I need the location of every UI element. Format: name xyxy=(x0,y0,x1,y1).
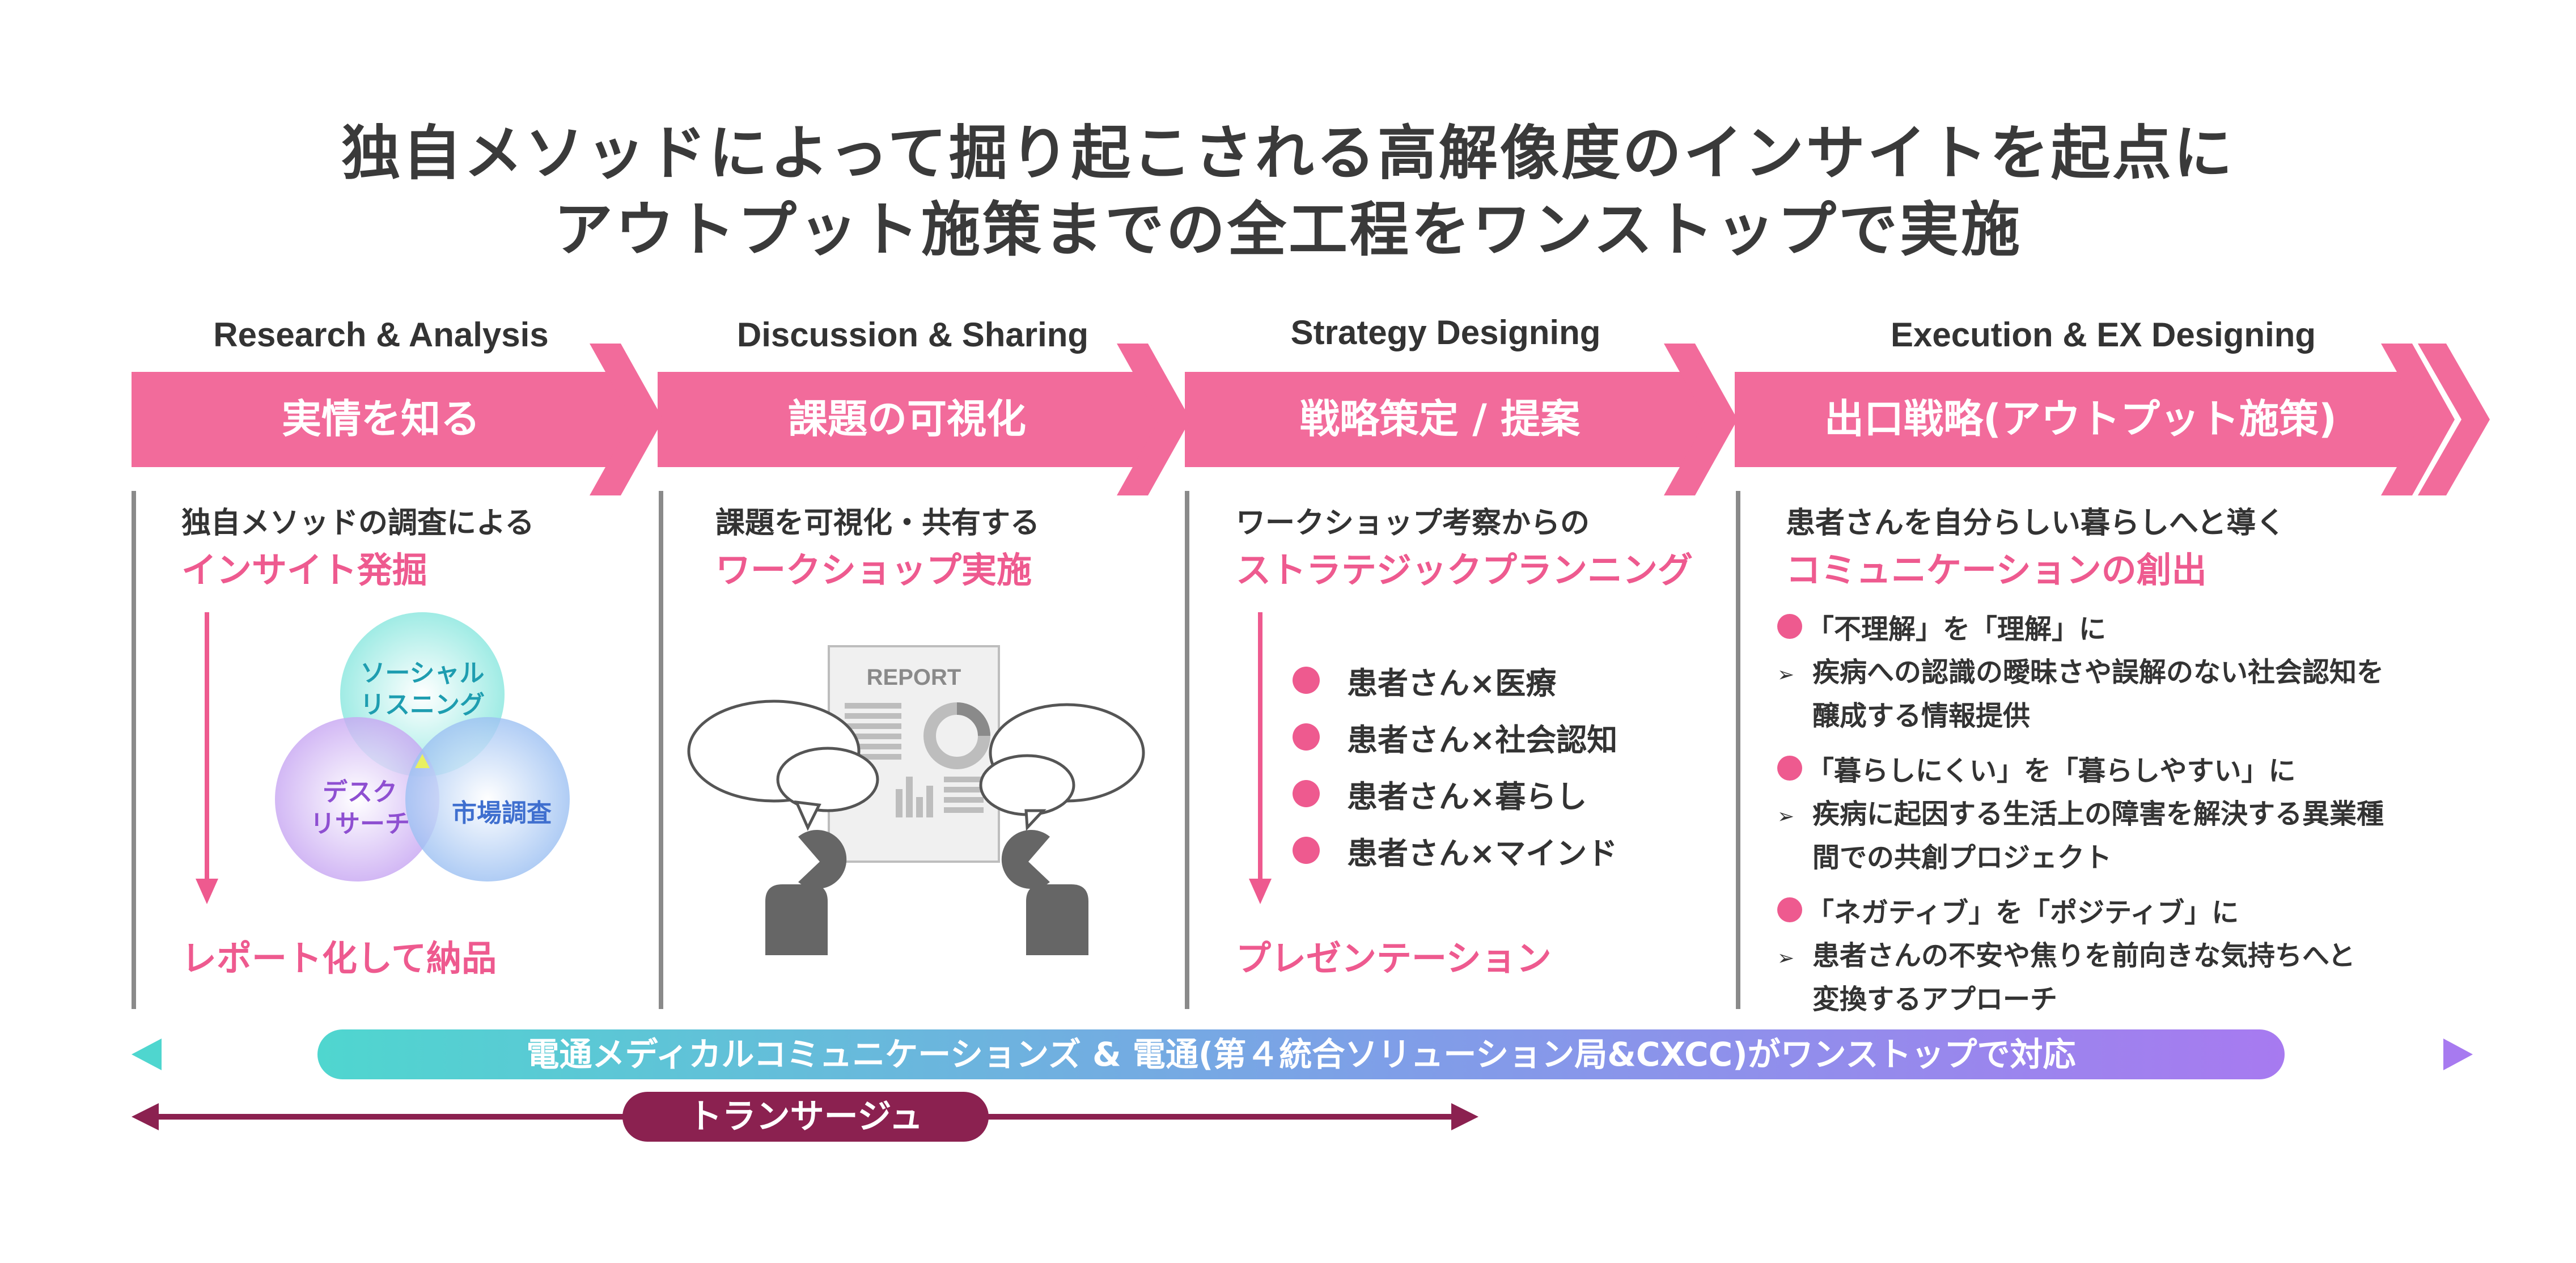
venn-diagram xyxy=(275,612,570,881)
col4-item-body-line: 疾病に起因する生活上の障害を解決する異業種 xyxy=(1812,798,2384,830)
col4-item-body-line: 間での共創プロジェクト xyxy=(1812,842,2112,874)
phase-1-chevron xyxy=(590,344,663,495)
phase-4-arrow-body xyxy=(1735,372,2443,467)
col4-item-3: 「ネガティブ」を「ポジティブ」に ➢ 患者さんの不安や焦りを前向きな気持ちへと 変… xyxy=(1777,890,2514,1020)
column-1-divider xyxy=(132,491,136,1009)
venn-label-social-listening: ソーシャルリスニング xyxy=(360,659,485,719)
report-label: REPORT xyxy=(867,665,961,690)
col1-lead-text: 独自メソッドの調査による xyxy=(181,506,535,540)
col3-down-arrow xyxy=(1249,612,1272,904)
bullet-dot xyxy=(1777,756,1802,781)
dentsu-range-arrow xyxy=(132,1029,2473,1079)
col3-bullet-item: 患者さん×医療 xyxy=(1293,652,1617,709)
col1-down-arrow xyxy=(196,612,218,904)
phase-3-arrow-body xyxy=(1185,372,1712,467)
col4-item-body-line: 患者さんの不安や焦りを前向きな気持ちへと xyxy=(1812,940,2355,972)
phase-2-chevron xyxy=(1117,344,1190,495)
col4-lead-text: 患者さんを自分らしい暮らしへと導く xyxy=(1786,506,2286,540)
col3-bullet-item: 患者さん×社会認知 xyxy=(1293,709,1617,765)
transage-range-arrow xyxy=(132,1092,1478,1142)
col3-highlight-text: ストラテジックプランニング xyxy=(1236,549,1693,591)
col3-bullet-item: 患者さん×暮らし xyxy=(1293,765,1617,822)
right-speech-bubble-small xyxy=(979,754,1075,816)
column-4-divider xyxy=(1736,491,1740,1009)
bullet-dot xyxy=(1293,780,1320,807)
col4-item-heading: 「ネガティブ」を「ポジティブ」に xyxy=(1777,890,2514,930)
col3-bullet-item: 患者さん×マインド xyxy=(1293,822,1617,879)
bullet-dot xyxy=(1777,897,1802,922)
col2-lead-text: 課題を可視化・共有する xyxy=(715,506,1040,540)
phase-3-japanese-label: 戦略策定 / 提案 xyxy=(1299,396,1581,442)
phase-1-arrow-body xyxy=(132,372,641,467)
col3-lead-text: ワークショップ考察からの xyxy=(1236,506,1590,540)
phase-2-english-label: Discussion & Sharing xyxy=(736,316,1089,354)
phase-4-chevron-outer xyxy=(2418,344,2490,495)
venn-circle-desk-research xyxy=(275,717,439,881)
column-2-divider xyxy=(659,491,663,1009)
col4-item-heading: 「不理解」を「理解」に xyxy=(1777,607,2514,646)
right-person-icon xyxy=(1001,830,1088,955)
venn-label-desk-research: デスクリサーチ xyxy=(310,778,410,838)
col4-item-2: 「暮らしにくい」を「暮らしやすい」に ➢ 疾病に起因する生活上の障害を解決する異業… xyxy=(1777,748,2514,878)
bullet-dot xyxy=(1293,723,1320,751)
column-3-divider xyxy=(1185,491,1189,1009)
dentsu-bar-label: 電通メディカルコミュニケーションズ & 電通(第４統合ソリューション局&CXCC… xyxy=(526,1035,2076,1074)
arrowhead-icon: ➢ xyxy=(1777,947,1795,970)
col4-item-1: 「不理解」を「理解」に ➢ 疾病への認識の曖昧さや誤解のない社会認知を 醸成する情… xyxy=(1777,607,2514,736)
venn-label-market-research: 市場調査 xyxy=(452,799,552,828)
left-person-icon xyxy=(765,830,847,955)
col3-result-text: プレゼンテーション xyxy=(1236,938,1552,979)
phase-4-japanese-label: 出口戦略(アウトプット施策) xyxy=(1824,396,2337,442)
col4-item-body-line: 疾病への認識の曖昧さや誤解のない社会認知を xyxy=(1812,656,2384,688)
phase-1-japanese-label: 実情を知る xyxy=(282,396,480,442)
bullet-dot xyxy=(1293,837,1320,864)
venn-circle-market-research xyxy=(405,717,570,881)
col1-highlight-text: インサイト発掘 xyxy=(181,549,428,591)
page-title-line-2: アウトプット施策までの全工程をワンストップで実施 xyxy=(554,195,2022,264)
col4-item-body-line: 醸成する情報提供 xyxy=(1812,700,2031,732)
transage-bar-label: トランサージュ xyxy=(688,1097,923,1137)
phase-arrow-band xyxy=(132,344,2490,495)
col3-bullet-list: 患者さん×医療 患者さん×社会認知 患者さん×暮らし 患者さん×マインド xyxy=(1293,652,1617,879)
col4-highlight-text: コミュニケーションの創出 xyxy=(1786,549,2207,591)
phase-1-english-label: Research & Analysis xyxy=(213,316,549,354)
bullet-dot xyxy=(1777,614,1802,639)
col1-result-text: レポート化して納品 xyxy=(181,938,497,979)
phase-4-english-label: Execution & EX Designing xyxy=(1890,316,2316,354)
phase-3-english-label: Strategy Designing xyxy=(1290,313,1601,351)
phase-2-arrow-body xyxy=(658,372,1168,467)
page-title-line-1: 独自メソッドによって掘り起こされる高解像度のインサイトを起点に xyxy=(341,118,2235,188)
col4-item-heading: 「暮らしにくい」を「暮らしやすい」に xyxy=(1777,748,2514,788)
phase-2-japanese-label: 課題の可視化 xyxy=(788,396,1026,442)
col4-item-body-line: 変換するアプローチ xyxy=(1812,984,2058,1015)
arrowhead-icon: ➢ xyxy=(1777,663,1795,686)
bullet-dot xyxy=(1293,667,1320,694)
phase-3-chevron xyxy=(1664,344,1738,495)
phase-4-chevron xyxy=(2381,344,2455,495)
col2-highlight-text: ワークショップ実施 xyxy=(715,549,1032,591)
workshop-illustration: REPORT xyxy=(687,645,1145,955)
arrowhead-icon: ➢ xyxy=(1777,805,1795,828)
left-speech-bubble-small xyxy=(776,747,879,812)
